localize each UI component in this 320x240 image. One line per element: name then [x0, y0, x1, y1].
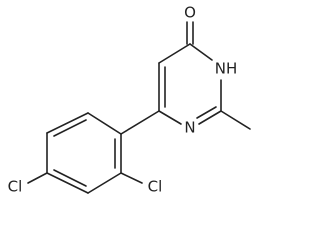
bond-n3-c4	[189, 43, 213, 61]
atom-cl-ortho: Cl	[148, 178, 163, 196]
bond-ar2-ar3	[46, 112, 89, 134]
bond-c4-c5	[158, 43, 191, 64]
atom-nh: NH	[215, 60, 238, 78]
bond-n1-c2-inner	[196, 106, 217, 119]
bond-c6-n1	[158, 110, 182, 125]
bond-ar2-ar3-inner	[53, 119, 87, 137]
atom-n-ring: N	[184, 119, 195, 137]
bond-c2-methyl	[220, 110, 251, 130]
canvas-background	[0, 0, 260, 198]
atom-cl-para: Cl	[8, 178, 23, 196]
bond-cl-ortho	[120, 172, 143, 184]
bond-ar1-ar2	[87, 112, 122, 135]
atom-oxygen: O	[184, 4, 196, 22]
bond-cl-para	[27, 172, 48, 184]
bond-ar5-ar6	[87, 172, 122, 194]
dichlorophenyl-ring	[27, 112, 143, 194]
bond-n1-c2	[198, 110, 222, 125]
bond-aryl-link	[120, 110, 160, 135]
bond-ar4-ar5	[46, 172, 89, 194]
pyrimidinone-ring	[158, 21, 251, 130]
molecule-structure: O NH N Cl Cl	[0, 0, 260, 198]
bond-ar4-ar5-inner	[53, 169, 87, 187]
